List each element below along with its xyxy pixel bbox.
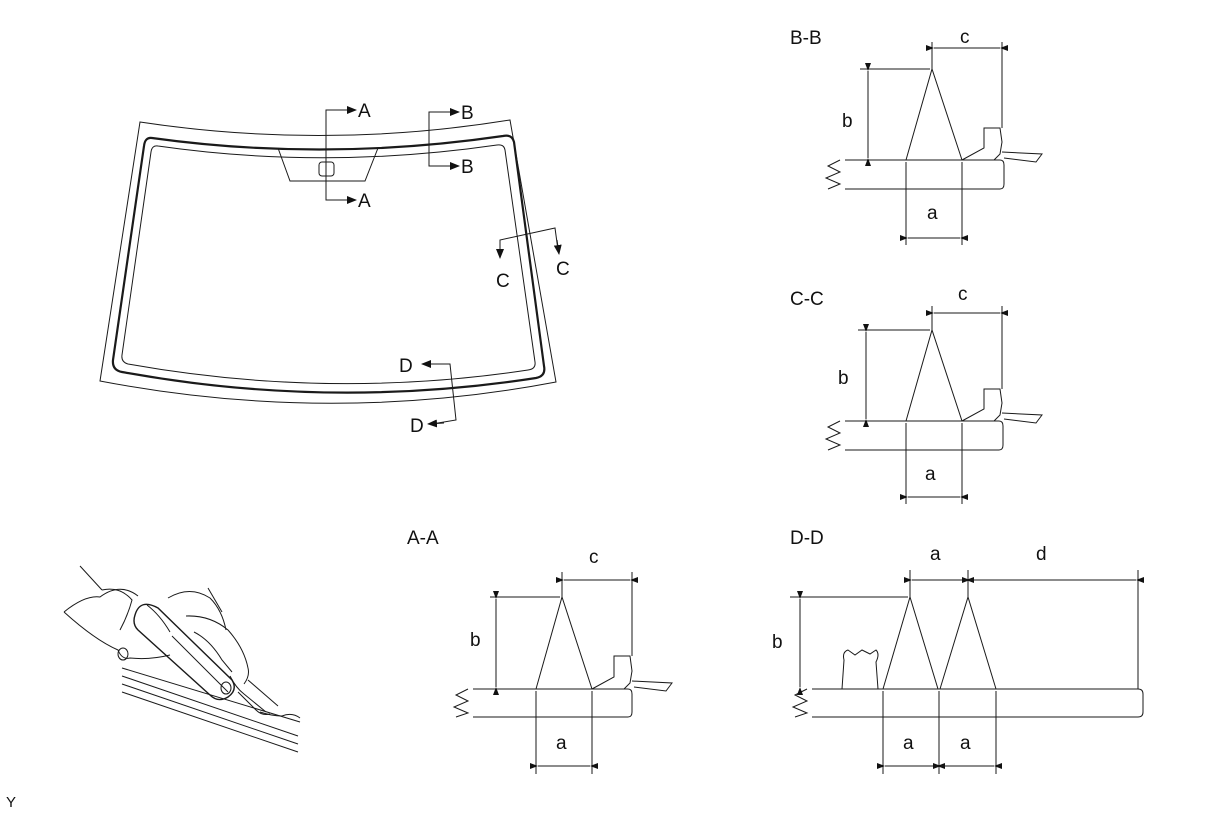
dim-a: a [925,464,936,485]
section-label-B-bottom: B [461,157,474,178]
dim-b: b [838,368,849,389]
figure-code: Y [6,794,16,811]
windshield-outline [99,119,557,404]
rearview-mirror-base [277,147,379,182]
dim-c: c [960,27,970,48]
dim-b: b [470,630,481,651]
dim-c: c [958,284,968,305]
adhesive-bead [905,67,963,161]
dim-a-right: a [960,733,971,754]
section-DD: D-D a a b a d [772,528,1144,774]
section-AA-title: A-A [407,528,439,549]
dim-a-top: a [930,544,941,565]
section-label-D-bottom: D [410,416,424,437]
section-cut-C: C C [496,227,570,292]
section-cut-D: D D [399,356,457,437]
section-BB-title: B-B [790,28,822,49]
adhesive-bead-left [882,595,939,690]
dim-c: c [589,547,599,568]
section-label-A-bottom: A [358,191,371,212]
section-label-D-top: D [399,356,413,377]
section-AA: A-A a b c [407,528,673,774]
hands-applying-adhesive-illustration [63,565,301,753]
dim-b: b [772,632,783,653]
section-cut-A: A A [325,101,371,212]
adhesive-bead-right [939,595,997,690]
section-label-C-left: C [496,271,510,292]
molding-clip [841,649,879,690]
section-BB: B-B a b c [790,27,1043,245]
adhesive-bead [535,595,593,690]
dim-a: a [556,733,567,754]
dim-a-left: a [903,733,914,754]
adhesive-bead [905,328,963,422]
section-CC: C-C a b c [790,284,1043,504]
section-label-B-top: B [461,103,474,124]
section-label-A-top: A [358,101,371,122]
section-label-C-right: C [556,259,570,280]
section-cut-B: B B [428,103,474,178]
section-DD-title: D-D [790,528,824,549]
dim-d: d [1036,544,1047,565]
dim-a: a [927,203,938,224]
dim-b: b [842,111,853,132]
section-CC-title: C-C [790,289,824,310]
